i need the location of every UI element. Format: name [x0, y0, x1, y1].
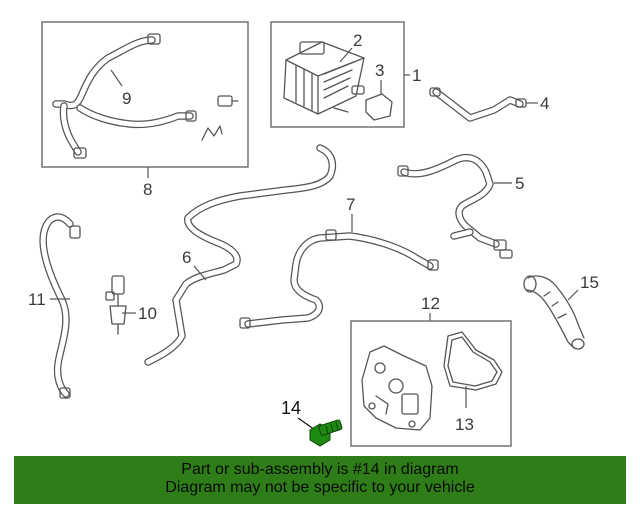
callout-1: 1: [412, 66, 421, 85]
part-4-vapor-tube[interactable]: [429, 87, 527, 122]
callout-10: 10: [138, 304, 157, 323]
banner-line-1: Part or sub-assembly is #14 in diagram: [181, 461, 459, 478]
callout-7: 7: [346, 195, 355, 214]
part-6-vapor-hose[interactable]: [144, 144, 337, 366]
part-10-vent-valve[interactable]: [105, 275, 127, 335]
banner-line-2: Diagram may not be specific to your vehi…: [165, 479, 475, 496]
callout-13: 13: [455, 415, 474, 434]
group-box-8: [41, 21, 249, 168]
part-12-cover-housing[interactable]: [361, 345, 433, 431]
callout-11: 11: [28, 290, 46, 309]
part-7-vapor-hose[interactable]: [239, 229, 439, 329]
callout-3: 3: [375, 61, 384, 80]
callout-15: 15: [580, 273, 599, 292]
callout-6: 6: [182, 248, 191, 267]
callout-5: 5: [515, 174, 524, 193]
part-13-gasket[interactable]: [443, 331, 503, 391]
part-15-air-hose[interactable]: [523, 275, 585, 350]
callout-8: 8: [143, 180, 152, 199]
part-9-small-fittings[interactable]: [201, 95, 239, 141]
info-banner: Part or sub-assembly is #14 in diagram D…: [14, 456, 626, 504]
part-11-vent-hose[interactable]: [39, 213, 81, 399]
leader-9: [110, 69, 123, 87]
part-5-vapor-tube[interactable]: [397, 153, 513, 259]
callout-4: 4: [540, 94, 549, 113]
callout-12: 12: [421, 294, 440, 313]
part-3-purge-valve[interactable]: [351, 85, 393, 121]
part-2-vapor-canister[interactable]: [283, 41, 365, 115]
callout-14: 14: [281, 398, 301, 418]
group-box-12: [350, 320, 512, 447]
leader-15: [567, 289, 579, 301]
part-9-hose-harness[interactable]: [52, 33, 197, 159]
leader-2: [339, 47, 353, 63]
leader-6: [193, 265, 207, 281]
part-14-bolt[interactable]: [309, 419, 343, 447]
callout-2: 2: [353, 31, 362, 50]
callout-9: 9: [122, 89, 131, 108]
